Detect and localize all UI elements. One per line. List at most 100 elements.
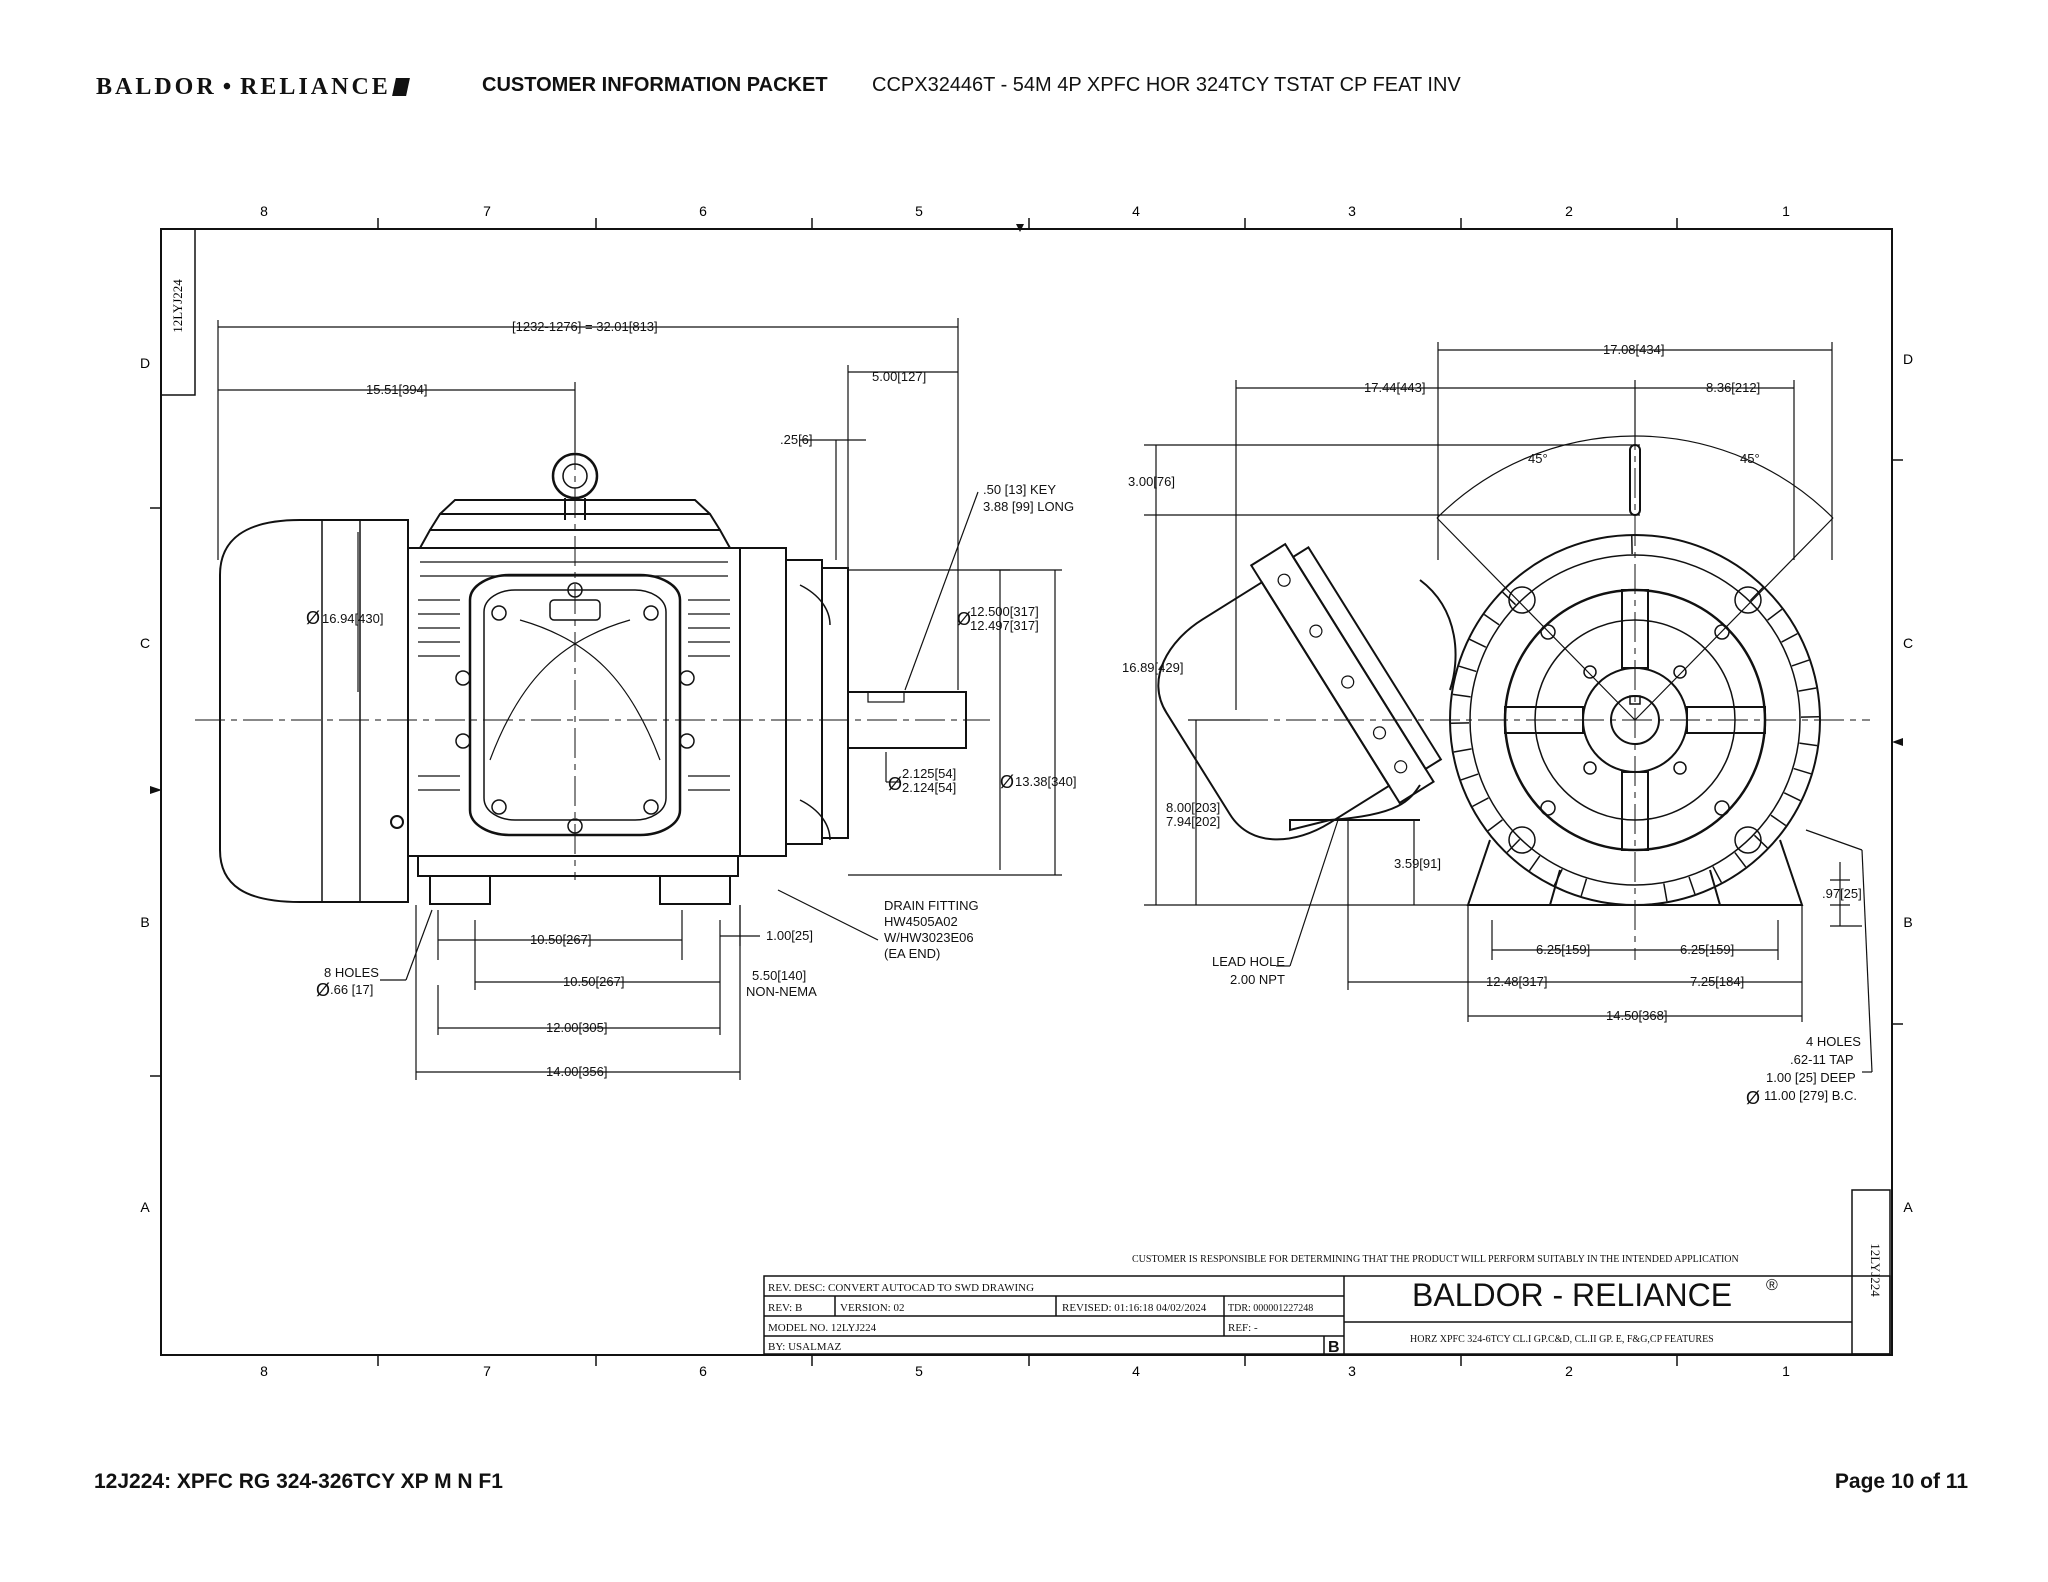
cooling-fin xyxy=(1798,687,1817,692)
rev-description: REV. DESC: CONVERT AUTOCAD TO SWD DRAWIN… xyxy=(768,1282,1034,1294)
responsibility-notice: CUSTOMER IS RESPONSIBLE FOR DETERMINING … xyxy=(1132,1254,1739,1265)
dim-foot-right: 6.25[159] xyxy=(1680,942,1734,957)
dim-span-right: 7.25[184] xyxy=(1690,974,1744,989)
cooling-fin xyxy=(1483,613,1500,626)
cooling-fin xyxy=(1749,587,1764,602)
diameter-icon: Ø xyxy=(316,980,330,1000)
note-tap: .62-11 TAP xyxy=(1790,1052,1854,1067)
row-b-left: B xyxy=(140,914,149,930)
note-lead-hole: LEAD HOLE xyxy=(1212,954,1285,969)
dim-overall-height: 16.89[429] xyxy=(1122,660,1183,675)
zone-7-bottom: 7 xyxy=(483,1363,491,1379)
brand-logo: BALDOR • RELIANCE xyxy=(96,72,410,102)
note-drain-1: DRAIN FITTING xyxy=(884,898,979,913)
cooling-fin xyxy=(1452,693,1471,698)
cooling-fin xyxy=(1469,638,1487,648)
cooling-fin xyxy=(1663,883,1668,902)
row-a-right: A xyxy=(1903,1199,1913,1215)
row-c-left: C xyxy=(140,635,150,651)
diameter-icon: Ø xyxy=(888,774,902,794)
note-4-holes: 4 HOLES xyxy=(1806,1034,1861,1049)
dim-non-nema-value: 5.50[140] xyxy=(752,968,806,983)
zone-6-bottom: 6 xyxy=(699,1363,707,1379)
box-bolts xyxy=(455,582,695,834)
brand-name-baldor: BALDOR xyxy=(96,73,217,100)
cooling-fin xyxy=(1767,608,1783,621)
zone-3-top: 3 xyxy=(1348,203,1356,219)
cooling-fin xyxy=(1502,591,1517,606)
dim-non-nema-label: NON-NEMA xyxy=(746,984,817,999)
dim-foot-d: 14.00[356] xyxy=(546,1064,607,1079)
dim-shaft-height-min: 7.94[202] xyxy=(1166,814,1220,829)
dim-end-right: 8.36[212] xyxy=(1706,380,1760,395)
dim-box-height: 3.59[91] xyxy=(1394,856,1441,871)
dim-shaft-height-max: 8.00[203] xyxy=(1166,800,1220,815)
company-name: BALDOR - RELIANCE xyxy=(1412,1277,1732,1313)
frame-body xyxy=(407,547,741,857)
registered-mark: ® xyxy=(1766,1277,1778,1294)
zone-4-top: 4 xyxy=(1132,203,1140,219)
side-dim-text: [1232-1276] = 32.01[813] 15.51[394] 5.00… xyxy=(322,319,1076,1079)
row-c-right: C xyxy=(1903,635,1913,651)
ref-field: REF: - xyxy=(1228,1322,1258,1334)
cooling-fin xyxy=(1781,632,1798,643)
row-a-left: A xyxy=(140,1199,150,1215)
side-view xyxy=(195,440,990,905)
brand-name-reliance: RELIANCE xyxy=(240,73,391,100)
drawn-by: BY: USALMAZ xyxy=(768,1341,842,1353)
dim-angle-left: 45° xyxy=(1528,451,1548,466)
product-description: CCPX32446T - 54M 4P XPFC HOR 324TCY TSTA… xyxy=(872,74,1461,96)
side-id-text: 12LYJ224 xyxy=(1868,1243,1883,1297)
note-holes-dia: .66 [17] xyxy=(330,982,373,997)
brand-separator: • xyxy=(222,73,235,100)
dim-end-width: 17.08[434] xyxy=(1603,342,1664,357)
dim-angle-right: 45° xyxy=(1740,451,1760,466)
zone-7-top: 7 xyxy=(483,203,491,219)
border-arrows xyxy=(150,224,1903,794)
zone-ticks-top xyxy=(150,218,1903,1366)
corner-id-box xyxy=(160,228,196,396)
cooling-fin xyxy=(1472,797,1489,808)
cooling-fin xyxy=(1793,767,1812,775)
diameter-icon: Ø xyxy=(306,608,320,628)
row-d-right: D xyxy=(1903,351,1913,367)
corner-id-text: 12LYJ224 xyxy=(170,279,185,333)
version-field: VERSION: 02 xyxy=(840,1302,904,1314)
zone-5-bottom: 5 xyxy=(915,1363,923,1379)
end-dim-text: 17.08[434] 17.44[443] 8.36[212] 45° 45° … xyxy=(1122,342,1862,1103)
zone-1-bottom: 1 xyxy=(1782,1363,1790,1379)
cooling-fin xyxy=(1506,838,1521,853)
dim-shaft-max: 2.125[54] xyxy=(902,766,956,781)
row-d-left: D xyxy=(140,355,150,371)
dim-face-diameter: 13.38[340] xyxy=(1015,774,1076,789)
note-drain-3: W/HW3023E06 xyxy=(884,930,974,945)
cooling-fin xyxy=(1580,878,1588,897)
cooling-fin xyxy=(1783,792,1801,802)
cooling-fin xyxy=(1799,742,1818,747)
dim-eyebolt-offset: 15.51[394] xyxy=(366,382,427,397)
row-b-right: B xyxy=(1903,914,1912,930)
note-holes-count: 8 HOLES xyxy=(324,965,379,980)
conduit-box xyxy=(468,573,682,837)
drawing-border xyxy=(160,228,1893,1356)
title-block-text: CUSTOMER IS RESPONSIBLE FOR DETERMINING … xyxy=(768,1243,1883,1356)
model-number: MODEL NO. 12LYJ224 xyxy=(768,1322,877,1334)
dim-shaft-extension: 5.00[127] xyxy=(872,369,926,384)
fan-cover xyxy=(219,519,409,903)
dim-key: .50 [13] KEY xyxy=(983,482,1056,497)
dim-frame-diameter: 16.94[430] xyxy=(322,611,383,626)
end-view xyxy=(1157,420,1870,960)
dim-foot-b: 10.50[267] xyxy=(563,974,624,989)
zone-8-top: 8 xyxy=(260,203,268,219)
dim-foot-c: 12.00[305] xyxy=(546,1020,607,1035)
side-dim-lines xyxy=(217,318,1062,1080)
cooling-fin xyxy=(1487,819,1503,832)
dim-span-all: 14.50[368] xyxy=(1606,1008,1667,1023)
note-drain-2: HW4505A02 xyxy=(884,914,958,929)
packet-title: CUSTOMER INFORMATION PACKET xyxy=(482,74,828,96)
model-line: 12J224: XPFC RG 324-326TCY XP M N F1 xyxy=(94,1470,503,1493)
drawing-subtitle: HORZ XPFC 324-6TCY CL.I GP.C&D, CL.II GP… xyxy=(1410,1334,1714,1345)
rev-letter: B xyxy=(1328,1339,1340,1356)
note-lead-npt: 2.00 NPT xyxy=(1230,972,1285,987)
